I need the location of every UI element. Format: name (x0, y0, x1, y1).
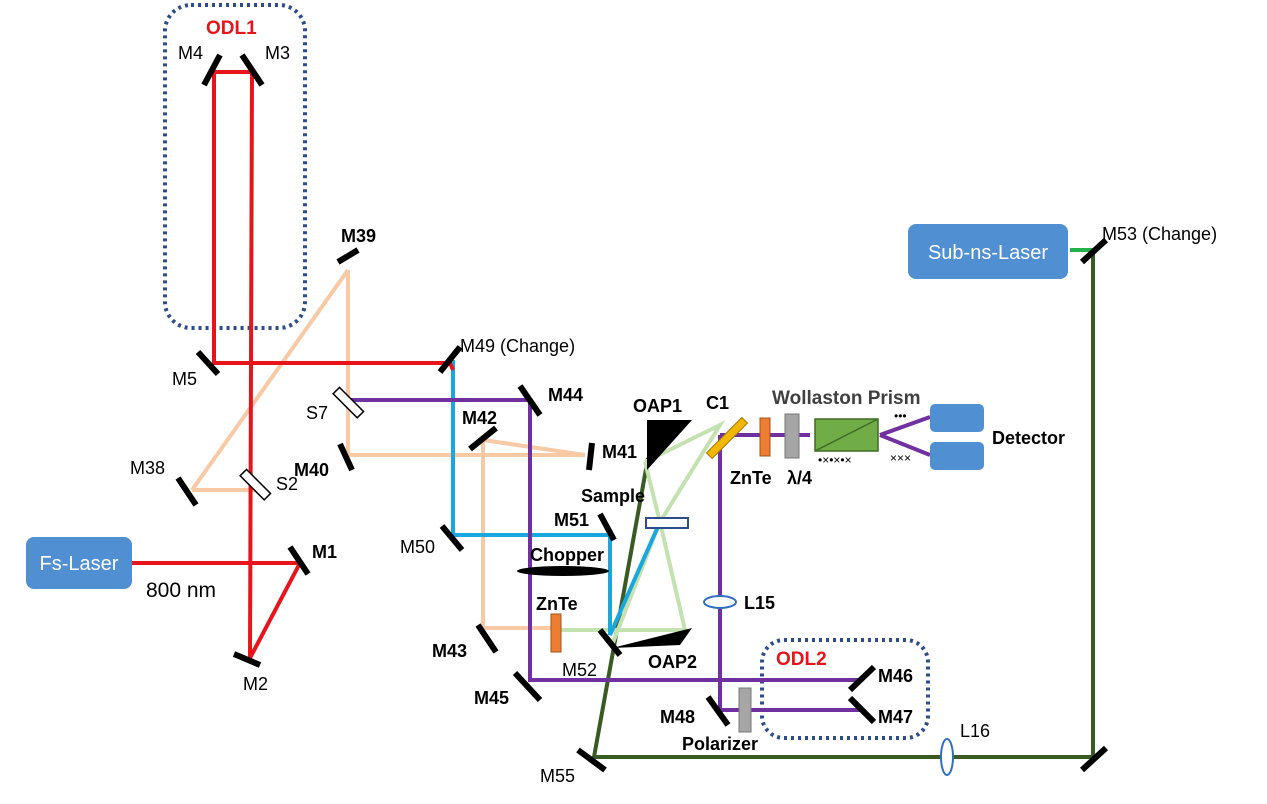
label-polarizer: Polarizer (682, 734, 758, 754)
mirror-m2 (232, 651, 262, 668)
lightgreen-beam (555, 420, 726, 646)
mirrors (175, 53, 1109, 773)
label-m53: M53 (Change) (1102, 224, 1217, 244)
mirror-m4 (201, 53, 223, 87)
detector-top (930, 404, 984, 432)
mirror-m46 (847, 664, 877, 693)
label-znte-left: ZnTe (536, 594, 578, 614)
oap1 (647, 420, 692, 470)
label-m39: M39 (341, 226, 376, 246)
label-m49: M49 (Change) (460, 336, 575, 356)
label-m42: M42 (462, 408, 497, 428)
odl1-label: ODL1 (206, 18, 257, 39)
label-m48: M48 (660, 707, 695, 727)
chopper (517, 566, 609, 576)
label-m41: M41 (602, 442, 637, 462)
label-sample: Sample (581, 486, 645, 506)
label-s7: S7 (306, 403, 328, 423)
label-l16: L16 (960, 721, 990, 741)
label-detector: Detector (992, 428, 1065, 448)
label-m38: M38 (130, 458, 165, 478)
mirror-m1 (287, 545, 311, 576)
label-l15: L15 (744, 593, 775, 613)
label-m1: M1 (312, 542, 337, 562)
odl1-frame (163, 3, 307, 330)
mirror-m51 (597, 512, 617, 542)
mirror-m55 (576, 747, 607, 773)
label-m44: M44 (548, 385, 583, 405)
label-m3: M3 (265, 43, 290, 63)
znte-left (550, 613, 562, 653)
mirror-m39 (336, 247, 360, 265)
lens-l16 (940, 738, 954, 776)
mirror-m44 (517, 384, 543, 417)
mirror-m43 (475, 623, 499, 654)
label-m47: M47 (878, 707, 913, 727)
mirror-m41 (586, 442, 595, 471)
label-m43: M43 (432, 641, 467, 661)
label-m4: M4 (178, 43, 203, 63)
pol-marks-2: ××× (890, 451, 911, 465)
label-m2: M2 (243, 674, 268, 694)
subns-laser-label: Sub-ns-Laser (928, 242, 1048, 264)
oap2 (612, 628, 692, 648)
label-chopper: Chopper (530, 545, 604, 565)
quarter-wave-plate (784, 413, 800, 459)
sample (645, 517, 689, 529)
wollaston-prism (814, 418, 879, 452)
odl2-label: ODL2 (776, 649, 827, 670)
mirror-m53 (1079, 237, 1109, 265)
lens-l15 (703, 595, 737, 609)
label-m46: M46 (878, 666, 913, 686)
label-wavelength: 800 nm (146, 579, 216, 602)
mirror-m45 (512, 670, 543, 703)
mirror-m56 (1079, 745, 1109, 773)
mirror-m38 (175, 476, 199, 507)
label-oap2: OAP2 (648, 652, 697, 672)
c1-plate (705, 416, 749, 460)
splitter-s7 (332, 386, 365, 419)
mirror-m5 (195, 349, 221, 377)
detector-bottom (930, 442, 984, 470)
mirror-m40 (337, 442, 355, 472)
label-quarter-wave: λ/4 (787, 468, 812, 488)
fs-laser: Fs-Laser (26, 537, 132, 589)
label-znte-right: ZnTe (730, 468, 772, 488)
mirror-m42 (468, 425, 498, 452)
label-m51: M51 (554, 510, 589, 530)
pol-marks-1: •×•×•× (818, 453, 852, 467)
mirror-m50 (439, 524, 465, 552)
mirror-m47 (847, 695, 877, 725)
label-m55: M55 (540, 766, 575, 786)
label-m45: M45 (474, 688, 509, 708)
label-m50: M50 (400, 537, 435, 557)
odl2-frame (760, 638, 930, 740)
label-m40: M40 (294, 460, 329, 480)
splitter-s2 (239, 468, 272, 501)
label-wollaston: Wollaston Prism (772, 388, 921, 409)
mirror-m48 (705, 695, 731, 727)
fs-laser-label: Fs-Laser (40, 553, 119, 575)
red-beam (130, 70, 455, 659)
label-m52: M52 (562, 660, 597, 680)
label-oap1: OAP1 (633, 396, 682, 416)
mirror-m3 (239, 53, 265, 87)
subns-laser: Sub-ns-Laser (908, 224, 1068, 279)
polarizer (738, 687, 752, 733)
mirror-m49 (437, 345, 463, 374)
label-c1: C1 (706, 393, 729, 413)
pol-marks-3: ••• (894, 409, 907, 423)
mirror-m52 (597, 628, 623, 657)
label-s2: S2 (276, 474, 298, 494)
znte-right (759, 417, 771, 457)
label-m5: M5 (172, 369, 197, 389)
